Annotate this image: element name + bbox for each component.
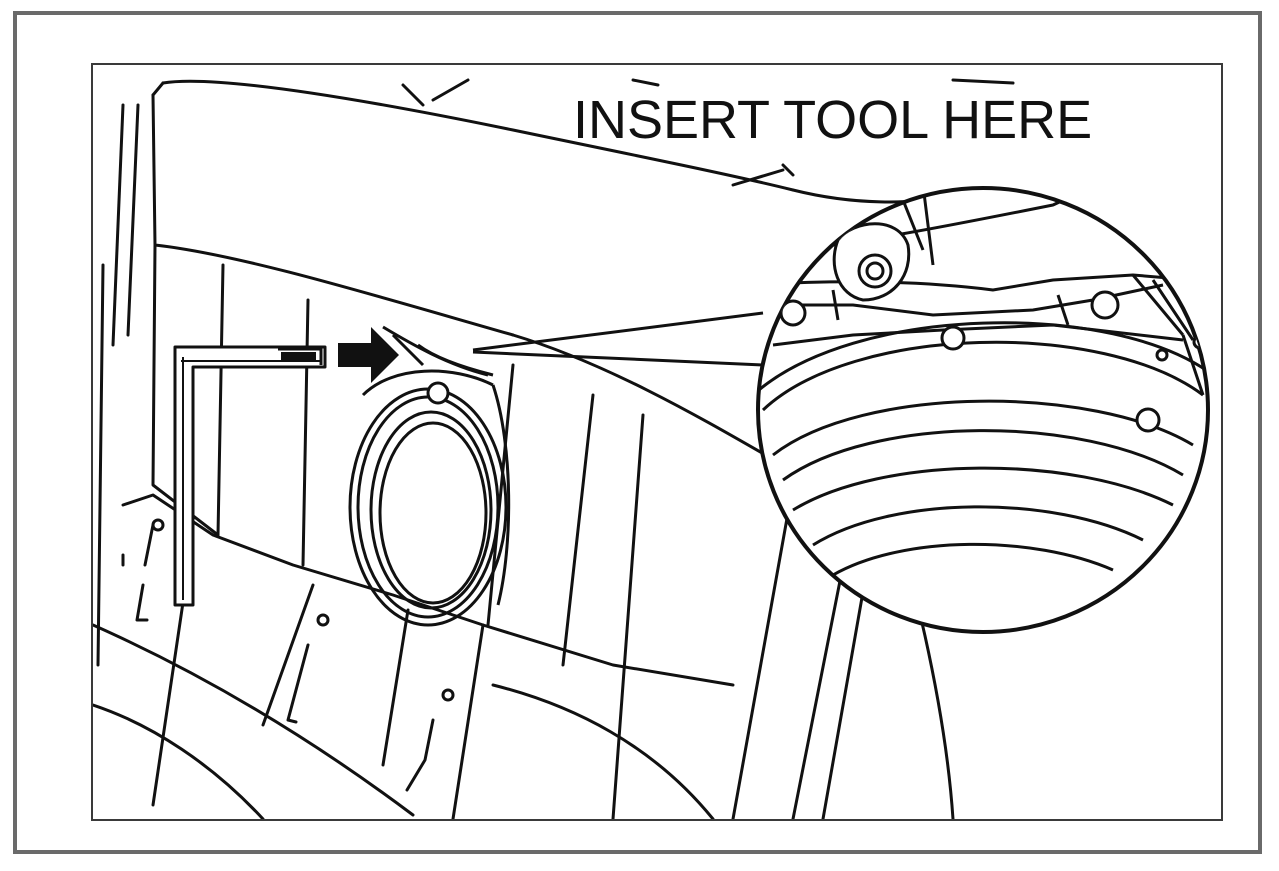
arrow-right-icon: [338, 327, 399, 383]
diagram-drawing: [93, 78, 1210, 819]
housing-linework: [93, 78, 1015, 819]
callout-label: INSERT TOOL HERE: [573, 90, 1093, 150]
housing-holes: [151, 518, 455, 702]
magnifier-circle-icon: [756, 186, 1210, 634]
callout-pointer: [472, 311, 764, 367]
hex-key-icon: [173, 345, 327, 607]
diagram-area: INSERT TOOL HERE: [91, 63, 1223, 821]
figure-frame: INSERT TOOL HERE: [13, 11, 1262, 854]
seal-rings: [348, 369, 511, 627]
tool-slot: [382, 325, 494, 377]
